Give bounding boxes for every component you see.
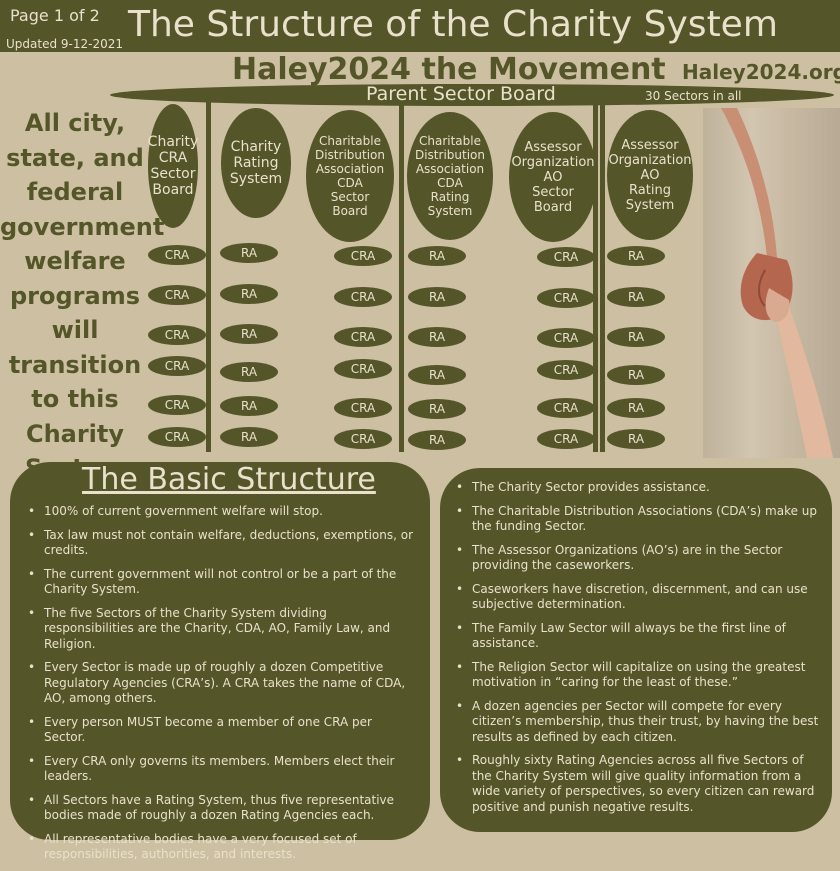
ra-pill: RA [408, 327, 466, 347]
cra-pill: CRA [334, 359, 392, 379]
list-item: The Charitable Distribution Associations… [452, 504, 824, 535]
list-item: The Charity Sector provides assistance. [452, 480, 824, 496]
ra-pill: RA [408, 287, 466, 307]
list-item: The Religion Sector will capitalize on u… [452, 660, 824, 691]
ra-pill: RA [408, 430, 466, 450]
sectors-count: 30 Sectors in all [645, 89, 742, 103]
ra-pill: RA [220, 243, 278, 263]
board-label: Charity Rating System [229, 139, 283, 187]
ra-pill: RA [220, 324, 278, 344]
board-label: Assessor Organization AO Rating System [608, 137, 692, 213]
list-item: Roughly sixty Rating Agencies across all… [452, 753, 824, 815]
divider-line [206, 98, 211, 452]
board-ao-sector: Assessor Organization AO Sector Board [509, 112, 597, 242]
ra-pill: RA [607, 398, 665, 418]
list-item: Caseworkers have discretion, discernment… [452, 582, 824, 613]
page-title: The Structure of the Charity System [128, 4, 778, 45]
cra-pill: CRA [537, 360, 595, 380]
list-item: The Family Law Sector will always be the… [452, 621, 824, 652]
ra-pill: RA [607, 365, 665, 385]
ra-pill: RA [408, 399, 466, 419]
basic-structure-title: The Basic Structure [82, 462, 376, 497]
ra-pill: RA [408, 246, 466, 266]
board-label: Charitable Distribution Association CDA … [314, 134, 385, 218]
basic-structure-list: 100% of current government welfare will … [24, 504, 416, 871]
list-item: 100% of current government welfare will … [24, 504, 416, 520]
ra-pill: RA [220, 396, 278, 416]
movement-heading: Haley2024 the Movement [232, 52, 666, 87]
cra-pill: CRA [334, 246, 392, 266]
ra-pill: RA [220, 362, 278, 382]
cra-pill: CRA [148, 356, 206, 376]
ra-pill: RA [408, 365, 466, 385]
cra-pill: CRA [537, 398, 595, 418]
cra-pill: CRA [537, 247, 595, 267]
ra-pill: RA [607, 327, 665, 347]
site-url: Haley2024.org [682, 60, 840, 84]
list-item: Tax law must not contain welfare, deduct… [24, 528, 416, 559]
ra-pill: RA [220, 284, 278, 304]
cra-pill: CRA [537, 328, 595, 348]
board-ao-rating: Assessor Organization AO Rating System [607, 110, 693, 240]
cra-pill: CRA [334, 398, 392, 418]
list-item: All Sectors have a Rating System, thus f… [24, 793, 416, 824]
list-item: A dozen agencies per Sector will compete… [452, 699, 824, 746]
board-charity-cra: Charity CRA Sector Board [148, 104, 198, 228]
cra-pill: CRA [334, 429, 392, 449]
helping-hands-image [721, 108, 833, 458]
page-number: Page 1 of 2 [10, 6, 100, 25]
divider-line [593, 98, 598, 452]
ra-pill: RA [607, 287, 665, 307]
divider-line [399, 98, 404, 452]
board-cda-rating: Charitable Distribution Association CDA … [407, 112, 493, 240]
list-item: All representative bodies have a very fo… [24, 832, 416, 863]
cra-pill: CRA [148, 395, 206, 415]
cra-pill: CRA [148, 325, 206, 345]
board-label: Assessor Organization AO Sector Board [511, 139, 595, 215]
parent-sector-board-bar [110, 84, 834, 106]
ra-pill: RA [607, 429, 665, 449]
list-item: Every Sector is made up of roughly a doz… [24, 660, 416, 707]
board-label: Charitable Distribution Association CDA … [414, 134, 485, 218]
divider-line [600, 98, 605, 452]
list-item: Every person MUST become a member of one… [24, 715, 416, 746]
list-item: The current government will not control … [24, 567, 416, 598]
cra-pill: CRA [537, 288, 595, 308]
board-charity-rating: Charity Rating System [221, 108, 291, 218]
cra-pill: CRA [148, 245, 206, 265]
header-bar [0, 0, 840, 52]
updated-date: Updated 9-12-2021 [6, 37, 123, 51]
cra-pill: CRA [334, 327, 392, 347]
cra-pill: CRA [537, 429, 595, 449]
parent-sector-board-label: Parent Sector Board [366, 83, 556, 105]
ra-pill: RA [607, 246, 665, 266]
list-item: The Assessor Organizations (AO’s) are in… [452, 543, 824, 574]
list-item: The five Sectors of the Charity System d… [24, 606, 416, 653]
board-label: Charity CRA Sector Board [147, 134, 199, 198]
cra-pill: CRA [334, 287, 392, 307]
transition-statement: All city, state, and federal government … [0, 109, 165, 482]
helping-hands-photo [703, 108, 840, 458]
sector-details-list: The Charity Sector provides assistance. … [452, 480, 824, 823]
list-item: Every CRA only governs its members. Memb… [24, 754, 416, 785]
board-cda-sector: Charitable Distribution Association CDA … [306, 110, 394, 242]
cra-pill: CRA [148, 427, 206, 447]
ra-pill: RA [220, 427, 278, 447]
cra-pill: CRA [148, 285, 206, 305]
